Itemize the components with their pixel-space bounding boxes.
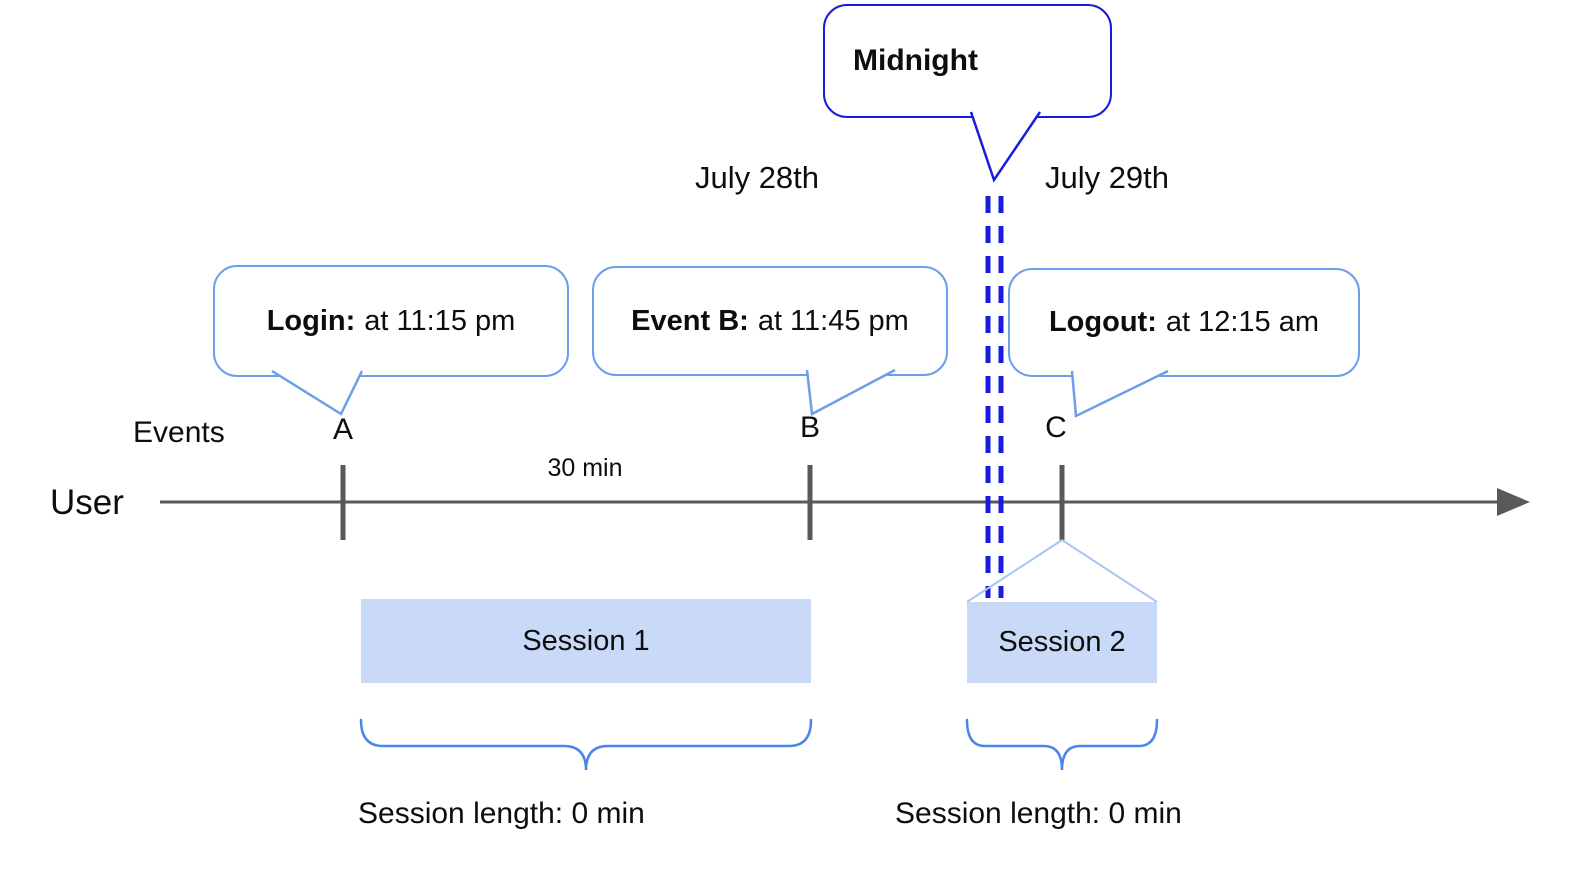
event-b-callout-title: Event B:: [631, 304, 749, 337]
timeline-arrowhead-icon: [1497, 488, 1530, 516]
midnight-label: Midnight: [853, 44, 978, 77]
login-callout-title: Login:: [266, 304, 356, 337]
date-label-july-29: July 29th: [1044, 160, 1170, 195]
event-marker-a: A: [332, 413, 353, 446]
session-1-box: Session 1: [361, 599, 811, 683]
session-1-brace: [359, 718, 813, 771]
session-2-brace: [965, 718, 1159, 771]
logout-callout: Logout: at 12:15 am: [1008, 268, 1360, 377]
logout-callout-detail: at 12:15 am: [1165, 306, 1320, 338]
session-1-length-label: Session length: 0 min: [358, 797, 645, 830]
session-2-box: Session 2: [967, 602, 1157, 683]
login-callout-tail: [271, 369, 364, 416]
event-b-callout: Event B: at 11:45 pm: [592, 266, 948, 376]
event-marker-b: B: [799, 411, 820, 444]
user-axis-label: User: [50, 483, 124, 522]
session-2-length-label: Session length: 0 min: [895, 797, 1182, 830]
session-1-label: Session 1: [522, 624, 650, 657]
date-label-july-28: July 28th: [694, 160, 820, 195]
logout-callout-title: Logout:: [1048, 306, 1157, 338]
event-marker-c: C: [1045, 411, 1067, 444]
session-2-funnel-left: [966, 539, 1063, 603]
midnight-callout: Midnight: [823, 4, 1112, 118]
login-callout: Login: at 11:15 pm: [213, 265, 569, 377]
login-callout-detail: at 11:15 pm: [364, 304, 516, 337]
session-2-funnel-right: [1061, 539, 1158, 603]
event-b-callout-tail: [805, 368, 896, 416]
session-2-label: Session 2: [998, 626, 1126, 658]
events-axis-label: Events: [133, 416, 225, 449]
logout-callout-tail: [1070, 369, 1169, 418]
interval-label: 30 min: [547, 454, 623, 482]
event-b-callout-detail: at 11:45 pm: [757, 304, 909, 337]
